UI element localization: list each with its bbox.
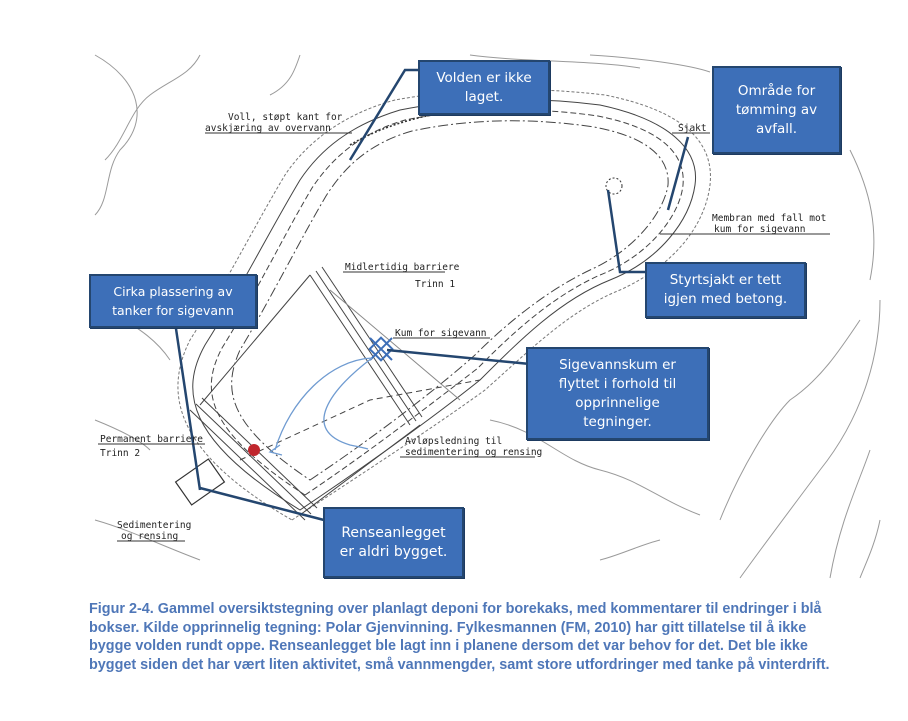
label-sedimentering: Sedimentering bbox=[117, 520, 191, 531]
label-kum: Kum for sigevann bbox=[395, 328, 487, 339]
label-trinn1: Trinn 1 bbox=[415, 279, 455, 290]
label-sjakt: Sjakt bbox=[678, 123, 707, 134]
site-plan-svg: Voll, støpt kant for avskjæring av overv… bbox=[94, 54, 881, 579]
callout-sigevannskum: Sigevannskum er flyttet i forhold til op… bbox=[526, 347, 709, 440]
arrow-head-icon bbox=[268, 444, 283, 456]
manhole-circle bbox=[605, 177, 623, 195]
label-avlop: Avløpsledning til bbox=[405, 436, 502, 447]
site-drawing: Voll, støpt kant for avskjæring av overv… bbox=[89, 54, 881, 579]
label-sedimentering-2: og rensing bbox=[121, 531, 178, 542]
callout-leaders bbox=[173, 68, 690, 522]
label-voll-2: avskjæring av overvann bbox=[205, 123, 331, 134]
label-voll: Voll, støpt kant for bbox=[228, 112, 343, 123]
label-membran-2: kum for sigevann bbox=[714, 224, 806, 235]
label-avlop-2: sedimentering og rensing bbox=[405, 447, 542, 458]
callout-cirka: Cirka plassering av tanker for sigevann bbox=[89, 274, 257, 328]
callout-renseanlegget: Renseanlegget er aldri bygget. bbox=[323, 507, 464, 578]
callout-styrtsjakt: Styrtsjakt er tett igjen med betong. bbox=[645, 262, 806, 318]
label-permanent: Permanent barriere bbox=[100, 434, 203, 445]
figure-caption: Figur 2-4. Gammel oversiktstegning over … bbox=[89, 601, 830, 673]
relocation-arrow bbox=[323, 357, 373, 450]
drawing-labels: Voll, støpt kant for avskjæring av overv… bbox=[98, 112, 830, 542]
callout-volden: Volden er ikke laget. bbox=[418, 60, 550, 115]
label-midlertidig: Midlertidig barriere bbox=[345, 262, 460, 273]
relocation-arc bbox=[274, 357, 373, 451]
sump-marker bbox=[368, 336, 394, 362]
barriers bbox=[189, 266, 481, 521]
label-trinn2: Trinn 2 bbox=[100, 448, 140, 459]
callout-omrade: Område for tømming av avfall. bbox=[712, 66, 841, 154]
label-membran: Membran med fall mot bbox=[712, 213, 826, 224]
original-sump-dot bbox=[248, 444, 260, 456]
sedimentation-box bbox=[174, 458, 226, 506]
